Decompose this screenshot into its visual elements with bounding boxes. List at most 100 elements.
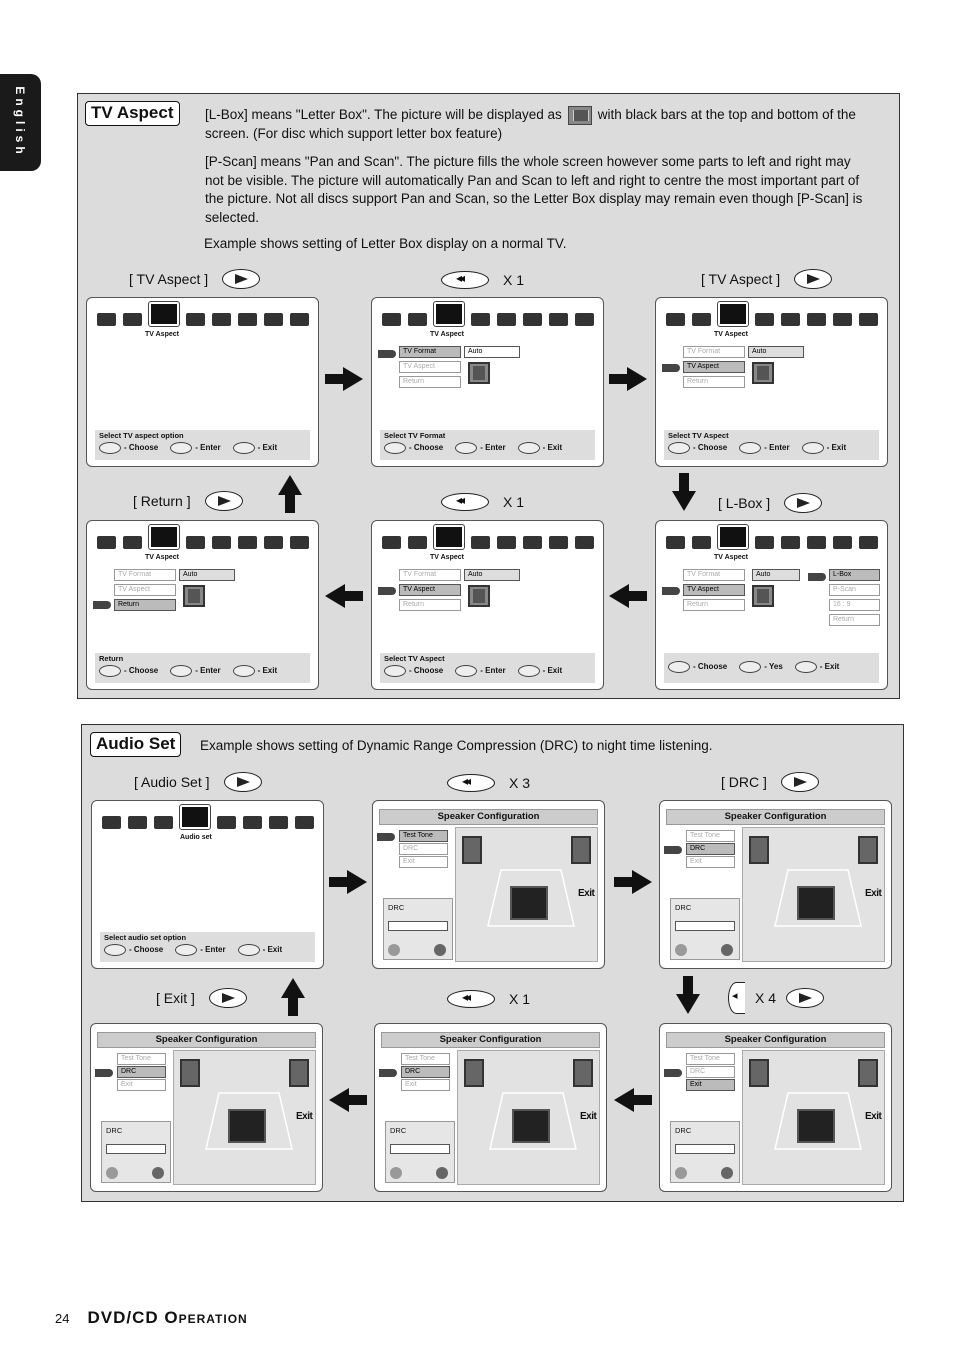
room-outline: [487, 869, 575, 927]
menu-item-drc: DRC: [401, 1066, 450, 1078]
speaker-layout: Exit: [742, 827, 885, 962]
arrow-right-icon: [329, 870, 367, 894]
value-auto: Auto: [752, 569, 800, 581]
step-exit: [ Exit ]: [156, 988, 247, 1008]
menu-item-test-tone: Test Tone: [686, 1053, 735, 1065]
arrow-left-icon: [329, 1088, 367, 1112]
step-rewind-1: X 1: [441, 271, 524, 289]
play-button-icon: [780, 772, 819, 792]
speaker-icon: [858, 836, 878, 864]
rewind-button-icon: [441, 271, 489, 289]
arrow-left-icon: [609, 584, 647, 608]
menu-item-tv-format: TV Format: [399, 346, 461, 358]
speaker-layout: Exit: [742, 1050, 885, 1185]
pointer-hand-icon: [378, 587, 396, 595]
setup-icon-bar: [382, 301, 594, 327]
language-tab-label: English: [13, 86, 27, 158]
page-number: 24: [55, 1311, 70, 1326]
speaker-screen-6: Speaker Configuration Test Tone DRC Exit…: [90, 1023, 323, 1192]
drc-panel: DRC: [670, 898, 740, 960]
arrow-left-icon: [325, 584, 363, 608]
menu-item-drc: DRC: [686, 1066, 735, 1078]
drc-panel: DRC: [670, 1121, 740, 1183]
option-pscan: P-Scan: [829, 584, 880, 596]
tv-aspect-icon: [468, 362, 490, 384]
exit-label: Exit: [296, 1111, 313, 1122]
speaker-layout: Exit: [457, 1050, 600, 1185]
subwoofer-icon: [228, 1109, 266, 1143]
setup-icon-bar: [102, 804, 314, 830]
left-button-icon: [728, 982, 745, 1014]
status-bar: Select TV aspect option- Choose- Enter- …: [95, 430, 310, 460]
menu-item-drc: DRC: [117, 1066, 166, 1078]
status-bar: Select TV Format- Choose- Enter- Exit: [380, 430, 595, 460]
subwoofer-icon: [797, 886, 835, 920]
menu-item-exit: Exit: [686, 1079, 735, 1091]
step-tv-aspect-1: [ TV Aspect ]: [129, 269, 261, 289]
menu-caption: TV Aspect: [145, 554, 179, 561]
arrow-down-icon: [672, 473, 696, 511]
status-bar: Return- Choose- Enter- Exit: [95, 653, 310, 683]
menu-item-return: Return: [683, 376, 745, 388]
pointer-hand-icon: [93, 601, 111, 609]
drc-panel: DRC: [383, 898, 453, 960]
tv-aspect-title: TV Aspect: [85, 101, 180, 126]
room-outline: [774, 869, 862, 927]
pointer-hand-icon: [664, 1069, 682, 1077]
menu-item-exit: Exit: [399, 856, 448, 868]
play-button-icon: [794, 269, 833, 289]
speaker-screen-3: Speaker Configuration Test Tone DRC Exit…: [659, 800, 892, 969]
drc-scale: [675, 1144, 735, 1154]
menu-item-tv-format: TV Format: [114, 569, 176, 581]
room-outline: [489, 1092, 577, 1150]
menu-item-return: Return: [399, 599, 461, 611]
rewind-button-icon: [441, 493, 489, 511]
speaker-config-title: Speaker Configuration: [381, 1032, 600, 1048]
status-bar: Select TV Aspect- Choose- Enter- Exit: [664, 430, 879, 460]
exit-label: Exit: [865, 1111, 882, 1122]
page-footer: 24 DVD/CD Operation: [55, 1308, 248, 1328]
pointer-hand-icon: [377, 833, 395, 841]
menu-item-exit: Exit: [117, 1079, 166, 1091]
status-bar: Select audio set option- Choose- Enter- …: [100, 932, 315, 962]
pointer-hand-icon: [808, 573, 826, 581]
audio-set-section: Audio Set Example shows setting of Dynam…: [81, 724, 904, 1202]
lbox-description: [L-Box] means "Letter Box". The picture …: [205, 106, 856, 141]
menu-item-exit: Exit: [401, 1079, 450, 1091]
tv-aspect-icon: [752, 362, 774, 384]
value-auto: Auto: [464, 346, 520, 358]
tv-screen-4: TV Aspect TV Format TV Aspect Return Aut…: [655, 520, 888, 690]
option-return: Return: [829, 614, 880, 626]
tv-aspect-section: TV Aspect [L-Box] means "Letter Box". Th…: [77, 93, 900, 699]
play-button-icon: [784, 493, 823, 513]
menu-item-drc: DRC: [399, 843, 448, 855]
room-outline: [205, 1092, 293, 1150]
arrow-right-icon: [614, 870, 652, 894]
step-rewind-3: X 3: [447, 774, 530, 792]
tv-aspect-icon: [752, 585, 774, 607]
step-tv-aspect-2: [ TV Aspect ]: [701, 269, 833, 289]
menu-item-tv-format: TV Format: [683, 346, 745, 358]
play-button-icon: [786, 988, 825, 1008]
menu-item-drc: DRC: [686, 843, 735, 855]
speaker-icon: [858, 1059, 878, 1087]
letterbox-icon: [567, 106, 592, 125]
step-rewind-2: X 1: [441, 493, 524, 511]
step-return: [ Return ]: [133, 491, 243, 511]
speaker-screen-4: Speaker Configuration Test Tone DRC Exit…: [659, 1023, 892, 1192]
menu-item-tv-format: TV Format: [399, 569, 461, 581]
drc-scale: [675, 921, 735, 931]
arrow-up-icon: [278, 475, 302, 513]
pointer-hand-icon: [662, 587, 680, 595]
speaker-screen-2: Speaker Configuration Test Tone DRC Exit…: [372, 800, 605, 969]
rewind-button-icon: [447, 774, 495, 792]
menu-item-tv-aspect: TV Aspect: [399, 584, 461, 596]
arrow-left-icon: [614, 1088, 652, 1112]
speaker-config-title: Speaker Configuration: [97, 1032, 316, 1048]
audio-set-title: Audio Set: [90, 732, 182, 757]
step-drc: [ DRC ]: [721, 772, 819, 792]
value-auto: Auto: [748, 346, 804, 358]
pointer-hand-icon: [662, 364, 680, 372]
setup-icon-bar: [666, 524, 878, 550]
step-lbox: [ L-Box ]: [718, 493, 823, 513]
